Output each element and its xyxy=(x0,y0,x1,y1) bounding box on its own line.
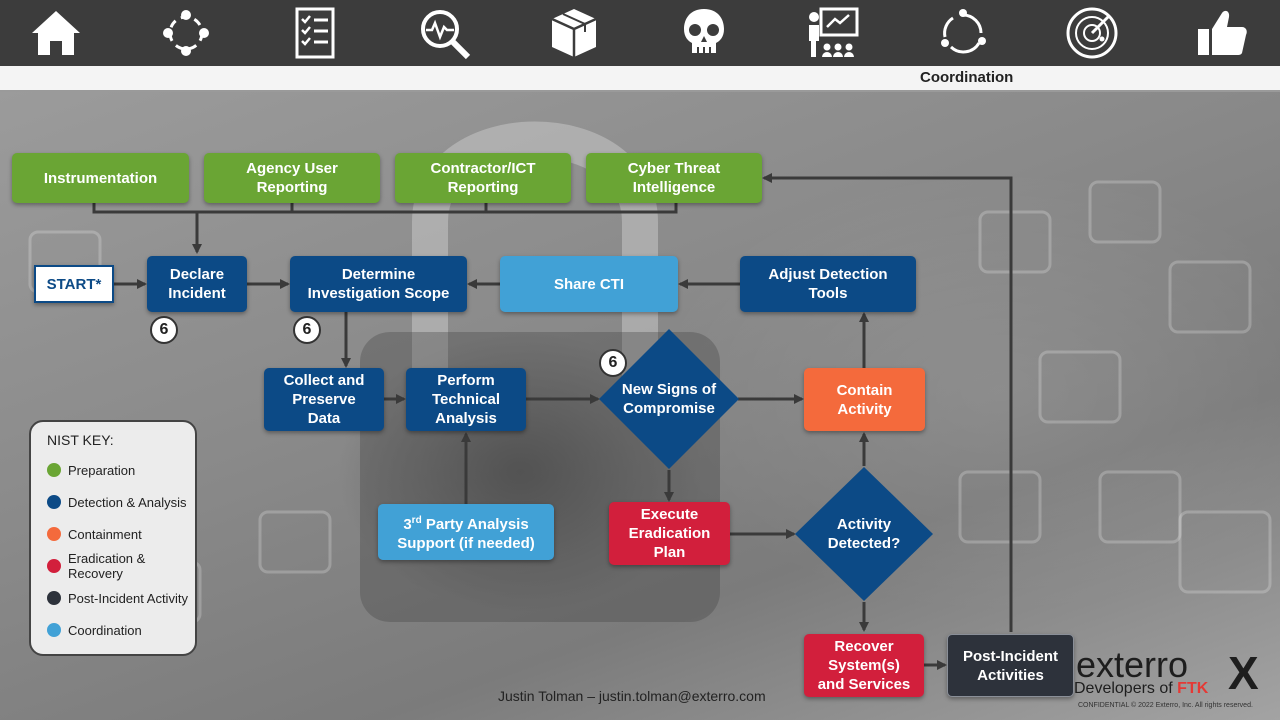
legend-label: Coordination xyxy=(68,622,142,638)
diamond-shape xyxy=(599,329,739,469)
step-badge: 6 xyxy=(293,316,321,344)
legend-color-dot xyxy=(47,623,61,637)
legend-item: Eradication & Recovery xyxy=(47,550,195,582)
legend-label: Containment xyxy=(68,526,142,542)
determine-investigation-scope-node[interactable]: Determine Investigation Scope xyxy=(290,256,467,312)
start-node[interactable]: START* xyxy=(34,265,114,303)
step-badge: 6 xyxy=(150,316,178,344)
presenter-contact: Justin Tolman – justin.tolman@exterro.co… xyxy=(498,688,766,704)
instrumentation-node[interactable]: Instrumentation xyxy=(12,153,189,203)
confidential-notice: CONFIDENTIAL © 2022 Exterro, Inc. All ri… xyxy=(1078,702,1253,709)
legend-color-dot xyxy=(47,559,61,573)
legend-title: NIST KEY: xyxy=(47,432,114,448)
share-cti-node[interactable]: Share CTI xyxy=(500,256,678,312)
decision-label: New Signs of Compromise xyxy=(621,381,717,417)
agency-user-reporting-node[interactable]: Agency User Reporting xyxy=(204,153,380,203)
diamond-shape xyxy=(795,467,933,601)
legend-item: Post-Incident Activity xyxy=(47,582,195,614)
legend-color-dot xyxy=(47,463,61,477)
checklist-icon[interactable] xyxy=(287,5,343,61)
legend-item: Detection & Analysis xyxy=(47,486,195,518)
cyber-threat-intelligence-node[interactable]: Cyber Threat Intelligence xyxy=(586,153,762,203)
brand-name: exterro xyxy=(1076,644,1189,685)
execute-eradication-plan-node[interactable]: Execute Eradication Plan xyxy=(609,502,730,565)
home-icon[interactable] xyxy=(28,5,84,61)
legend-label: Preparation xyxy=(68,462,136,478)
recycle-arrows-icon[interactable] xyxy=(935,5,991,61)
presentation-icon[interactable] xyxy=(805,5,861,61)
skull-icon[interactable] xyxy=(676,5,732,61)
legend-label: Detection & Analysis xyxy=(68,494,187,510)
declare-incident-node[interactable]: Declare Incident xyxy=(147,256,247,312)
legend-label: Post-Incident Activity xyxy=(68,590,188,606)
new-signs-of-compromise-decision[interactable]: New Signs of Compromise xyxy=(598,328,740,470)
brand-mark: X xyxy=(1228,647,1259,699)
legend-item: Containment xyxy=(47,518,195,550)
contractor-ict-reporting-node[interactable]: Contractor/ICT Reporting xyxy=(395,153,571,203)
third-party-line-2: Support (if needed) xyxy=(397,535,535,552)
adjust-detection-tools-node[interactable]: Adjust Detection Tools xyxy=(740,256,916,312)
legend-color-dot xyxy=(47,527,61,541)
legend-color-dot xyxy=(47,591,61,605)
legend-color-dot xyxy=(47,495,61,509)
section-title-bar: Coordination xyxy=(0,66,1280,92)
post-incident-activities-node[interactable]: Post-Incident Activities xyxy=(947,634,1074,697)
recover-systems-node[interactable]: Recover System(s) and Services xyxy=(804,634,924,697)
activity-detected-decision[interactable]: Activity Detected? xyxy=(794,466,934,602)
package-icon[interactable] xyxy=(546,5,602,61)
contain-activity-node[interactable]: Contain Activity xyxy=(804,368,925,431)
radar-icon[interactable] xyxy=(1064,5,1120,61)
legend-label: Eradication & Recovery xyxy=(68,551,146,581)
brand-tagline: Developers of FTK xyxy=(1074,680,1209,697)
exterro-logo: exterro X Developers of FTK CONFIDENTIAL… xyxy=(1074,642,1280,720)
decision-label: Activity Detected? xyxy=(827,516,901,552)
third-party-analysis-support-node[interactable]: 3rd Party Analysis Support (if needed) xyxy=(378,504,554,560)
section-title: Coordination xyxy=(920,69,1014,86)
perform-technical-analysis-node[interactable]: Perform Technical Analysis xyxy=(406,368,526,431)
legend-item: Coordination xyxy=(47,614,195,646)
cycle-nodes-icon[interactable] xyxy=(158,5,214,61)
legend-item: Preparation xyxy=(47,454,195,486)
top-navigation-bar xyxy=(0,0,1280,66)
third-party-line-1: 3rd Party Analysis xyxy=(403,515,529,533)
collect-and-preserve-data-node[interactable]: Collect and Preserve Data xyxy=(264,368,384,431)
step-badge: 6 xyxy=(599,349,627,377)
analysis-magnifier-icon[interactable] xyxy=(416,5,472,61)
thumbs-up-icon[interactable] xyxy=(1194,5,1250,61)
